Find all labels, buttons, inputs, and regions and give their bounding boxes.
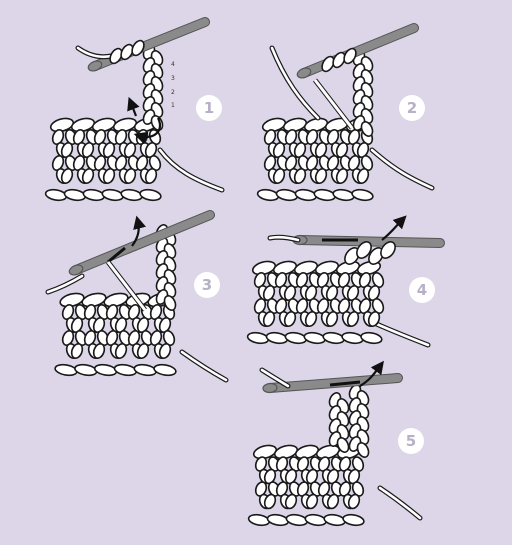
row-counter-1: 1 [171,103,175,109]
yarn-loop-icon [341,331,363,344]
yarn-loop-icon [313,188,335,201]
yarn-loop-icon [342,513,364,526]
yarn-loop-icon [304,513,326,526]
step-2-badge: 2 [399,95,425,121]
yarn-tail [272,48,318,118]
yarn-loop-icon [153,363,176,377]
yarn-loop-icon [351,188,373,201]
yarn-loop-icon [54,363,77,377]
row-counter-2: 2 [171,90,175,96]
yarn-loop-icon [332,188,354,201]
yarn-loop-icon [114,363,137,377]
yarn-loop-icon [45,188,67,201]
yarn-loop-icon [247,331,269,344]
step-3-panel [48,215,226,380]
stitch-swatch [248,443,365,527]
yarn-loop-icon [360,331,382,344]
working-stitch-post [351,49,374,138]
step-3-badge: 3 [194,272,220,298]
direction-arrow-icon [131,103,136,116]
stitch-swatch [45,116,162,202]
working-stitch-post [347,383,370,459]
row-counter-3: 3 [171,76,175,82]
step-1-badge: 1 [196,95,222,121]
yarn-loop-icon [101,188,123,201]
yarn-loop-icon [139,188,161,201]
yarn-loop-icon [285,331,307,344]
yarn-loop-icon [74,363,97,377]
yarn-loop-icon [276,188,298,201]
yarn-loop-icon [64,188,86,201]
yarn-loop-icon [266,331,288,344]
step-4-badge: 4 [409,277,435,303]
yarn-loop-icon [257,188,279,201]
yarn-tail [160,150,222,190]
yarn-loop-icon [323,513,345,526]
yarn-loop-icon [83,188,105,201]
working-stitch-post [141,43,164,132]
step-1-panel [45,22,222,202]
yarn-tail [372,150,432,188]
yarn-loop-icon [133,363,156,377]
yarn-loop-icon [120,188,142,201]
yarn-loop-icon [295,188,317,201]
yarn-loop-icon [322,331,344,344]
step-5-panel [248,366,420,527]
yarn-loop-icon [303,331,325,344]
row-counter-4: 4 [171,62,175,68]
step-5-badge: 5 [398,428,424,454]
yarn-loop-icon [286,513,308,526]
yarn-loop-icon [248,513,270,526]
yarn-loop-icon [267,513,289,526]
yarn-loop-icon [94,363,117,377]
working-stitch-post [327,391,350,454]
stitch-swatch [247,259,385,345]
